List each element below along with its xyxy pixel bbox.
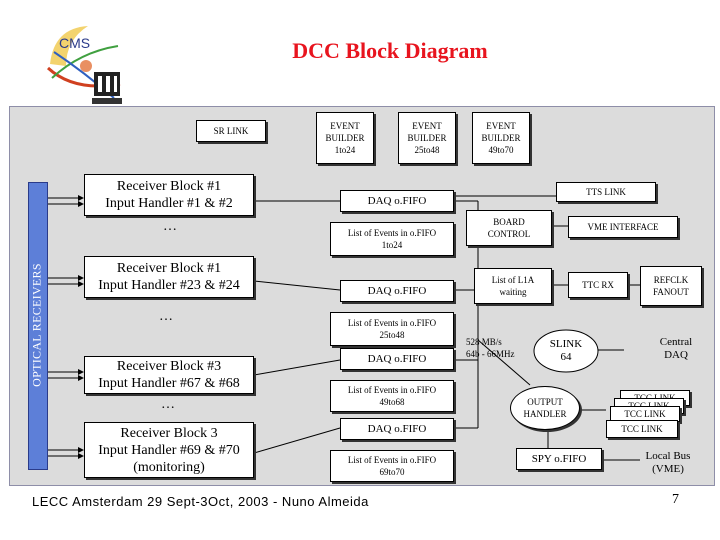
tcc-link-label-4: TCC LINK <box>621 424 663 434</box>
ellipsis-2: … <box>159 309 173 324</box>
tts-link-box: TTS LINK <box>556 182 656 202</box>
receiver-block-1-label: Receiver Block #1 Input Handler #1 & #2 <box>105 179 233 211</box>
daq-fifo-3-label: DAQ o.FIFO <box>367 352 427 365</box>
spy-fifo-box: SPY o.FIFO <box>516 448 602 470</box>
ttc-rx-label: TTC RX <box>582 280 614 290</box>
event-fifo-list-3: List of Events in o.FIFO 49to68 <box>330 380 454 412</box>
receiver-block-4-label: Receiver Block 3 Input Handler #69 & #70… <box>98 425 240 475</box>
ttc-rx-box: TTC RX <box>568 272 628 298</box>
cms-logo: CMS <box>44 22 126 107</box>
event-fifo-list-3-label: List of Events in o.FIFO 49to68 <box>347 385 437 407</box>
event-builder-1: EVENT BUILDER 1to24 <box>316 112 374 164</box>
event-builder-1-label: EVENT BUILDER 1to24 <box>325 121 365 155</box>
tcc-link-box-4: TCC LINK <box>606 420 678 438</box>
tcc-link-label-3: TCC LINK <box>624 409 666 419</box>
event-builder-3-label: EVENT BUILDER 49to70 <box>481 121 521 155</box>
daq-fifo-2-label: DAQ o.FIFO <box>367 284 427 297</box>
central-daq-label: Central DAQ <box>659 336 693 361</box>
vme-interface-box: VME INTERFACE <box>568 216 678 238</box>
receiver-block-3-label: Receiver Block #3 Input Handler #67 & #6… <box>98 359 240 391</box>
vme-interface-label: VME INTERFACE <box>587 222 659 232</box>
daq-fifo-3: DAQ o.FIFO <box>340 348 454 370</box>
event-fifo-list-2: List of Events in o.FIFO 25to48 <box>330 312 454 346</box>
sr-link-label: SR LINK <box>213 126 249 136</box>
output-handler-box: OUTPUT HANDLER <box>510 386 580 430</box>
bandwidth-label: 528 MB/s 64b - 66MHz <box>466 337 515 359</box>
optical-receivers-label: OPTICAL RECEIVERS <box>29 263 44 387</box>
refclk-fanout-label: REFCLK FANOUT <box>653 275 689 297</box>
refclk-fanout-box: REFCLK FANOUT <box>640 266 702 306</box>
sr-link-box: SR LINK <box>196 120 266 142</box>
ellipsis-3: … <box>161 397 175 412</box>
event-fifo-list-4: List of Events in o.FIFO 69to70 <box>330 450 454 482</box>
daq-fifo-2: DAQ o.FIFO <box>340 280 454 302</box>
l1a-list-box: List of L1A waiting <box>474 268 552 304</box>
event-fifo-list-4-label: List of Events in o.FIFO 69to70 <box>347 455 437 477</box>
local-bus-label: Local Bus (VME) <box>645 450 691 475</box>
tts-link-label: TTS LINK <box>586 187 626 197</box>
daq-fifo-4-label: DAQ o.FIFO <box>367 422 427 435</box>
event-builder-2-label: EVENT BUILDER 25to48 <box>407 121 447 155</box>
optical-receivers-bar <box>28 182 48 470</box>
ellipsis-1: … <box>163 219 177 234</box>
daq-fifo-1-label: DAQ o.FIFO <box>367 194 427 207</box>
page-title: DCC Block Diagram <box>292 38 488 63</box>
receiver-block-2-label: Receiver Block #1 Input Handler #23 & #2… <box>98 261 240 293</box>
board-control-box: BOARD CONTROL <box>466 210 552 246</box>
receiver-block-3: Receiver Block #3 Input Handler #67 & #6… <box>84 356 254 394</box>
l1a-list-label: List of L1A waiting <box>491 275 535 297</box>
receiver-block-1: Receiver Block #1 Input Handler #1 & #2 <box>84 174 254 216</box>
slink-64-label: SLINK 64 <box>549 338 583 363</box>
daq-fifo-1: DAQ o.FIFO <box>340 190 454 212</box>
receiver-block-4: Receiver Block 3 Input Handler #69 & #70… <box>84 422 254 478</box>
spy-fifo-label: SPY o.FIFO <box>531 452 587 465</box>
slink-64-ellipse: SLINK 64 <box>532 328 600 374</box>
event-builder-3: EVENT BUILDER 49to70 <box>472 112 530 164</box>
page-number: 7 <box>672 492 679 507</box>
event-fifo-list-1-label: List of Events in o.FIFO 1to24 <box>347 228 437 250</box>
output-handler-label: OUTPUT HANDLER <box>523 397 567 419</box>
event-fifo-list-2-label: List of Events in o.FIFO 25to48 <box>347 318 437 340</box>
event-fifo-list-1: List of Events in o.FIFO 1to24 <box>330 222 454 256</box>
event-builder-2: EVENT BUILDER 25to48 <box>398 112 456 164</box>
daq-fifo-4: DAQ o.FIFO <box>340 418 454 440</box>
footer-text: LECC Amsterdam 29 Sept-3Oct, 2003 - Nuno… <box>32 494 369 509</box>
board-control-label: BOARD CONTROL <box>487 217 531 239</box>
receiver-block-2: Receiver Block #1 Input Handler #23 & #2… <box>84 256 254 298</box>
cms-logo-text: CMS <box>59 35 90 51</box>
